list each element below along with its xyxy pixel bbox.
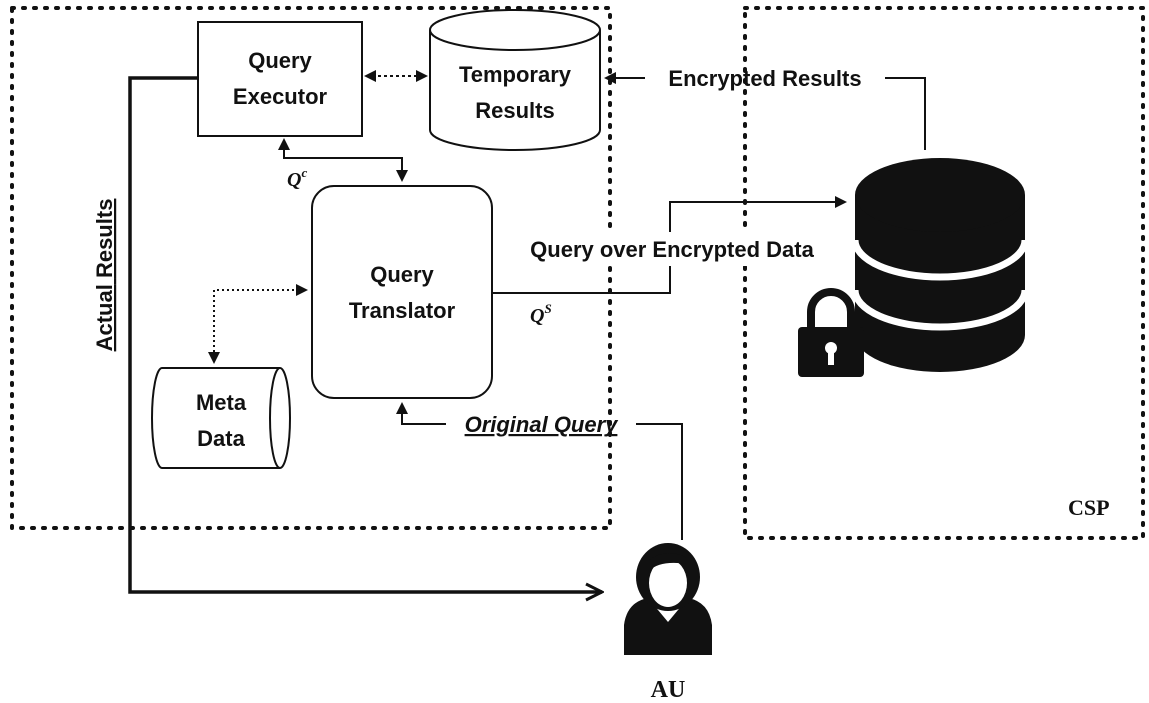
query-translator-label-line1: Query: [370, 262, 434, 287]
executor-translator-edge-start-arrow: [278, 138, 290, 150]
query-translator-label-line2: Translator: [349, 298, 456, 323]
temporary-results-node: Temporary Results: [429, 9, 601, 151]
au-label: AU: [651, 677, 686, 703]
temporary-results-label-line2: Results: [475, 98, 554, 123]
csp-label: CSP: [1068, 495, 1110, 520]
query-translator-node: Query Translator: [311, 185, 493, 399]
encrypted-results-label: Encrypted Results: [668, 66, 861, 91]
original-query-edge-arrow: [396, 402, 446, 425]
database-icon: [851, 158, 1029, 372]
actual-results-label-bg: [88, 160, 118, 385]
client-zone-border: [10, 6, 612, 530]
encrypted-results-edge: [885, 77, 926, 150]
meta-data-node: Meta Data: [151, 367, 291, 469]
original-query-label: Original Query: [465, 412, 620, 437]
meta-data-label-line1: Meta: [196, 390, 247, 415]
meta-data-label-line2: Data: [197, 426, 245, 451]
csp-zone-border: [743, 6, 1145, 540]
q-s-label: QS: [530, 301, 552, 327]
actual-results-label: Actual Results: [92, 199, 117, 352]
query-over-encrypted-label: Query over Encrypted Data: [530, 237, 814, 262]
user-icon: [624, 543, 712, 655]
query-executor-label-line2: Executor: [233, 84, 328, 109]
query-executor-label-line1: Query: [248, 48, 312, 73]
actual-results-edge: [128, 76, 602, 592]
temporary-results-label-line1: Temporary: [459, 62, 572, 87]
query-over-encrypted-label-bg: [495, 232, 845, 266]
query-executor-node: Query Executor: [197, 21, 363, 137]
lock-icon: [798, 288, 864, 377]
original-query-edge: [636, 423, 683, 540]
q-c-label: Qc: [287, 165, 307, 191]
meta-translator-link: [208, 284, 308, 364]
